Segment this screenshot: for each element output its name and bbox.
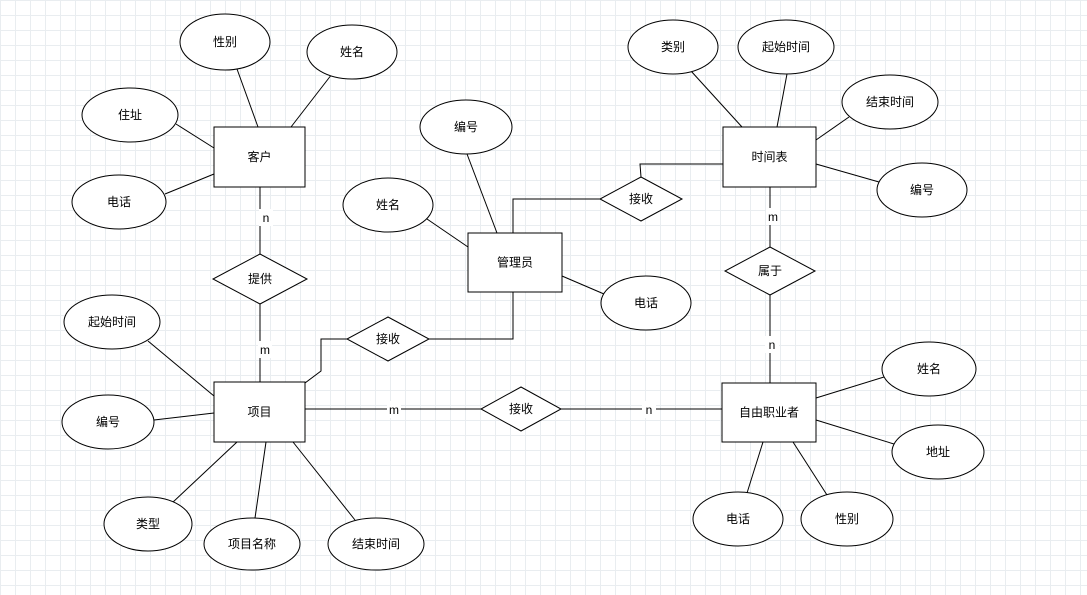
cardinality-text-schedule-belong-m: m [768,210,778,224]
attribute-label-customer-gender: 性别 [213,35,237,49]
edge-schedule-category[interactable] [690,70,743,128]
attribute-admin-phone[interactable]: 电话 [600,275,692,331]
entity-project[interactable]: 项目 [213,381,306,443]
relationship-receive-schedule[interactable]: 接收 [598,176,684,222]
attribute-freelancer-name[interactable]: 姓名 [881,341,977,397]
attribute-schedule-number[interactable]: 编号 [876,162,968,218]
edge-customer-name[interactable] [290,73,333,128]
edge-customer-phone[interactable] [164,173,215,195]
attribute-label-project-type: 类型 [136,517,160,531]
entity-label-freelancer: 自由职业者 [739,406,799,420]
cardinality-text-project-receive-m: m [389,403,399,417]
edge-freelancer-name[interactable] [815,376,885,399]
edge-receive-admin-low[interactable] [429,292,514,340]
relationship-label-belong-to: 属于 [758,264,782,278]
attribute-project-name[interactable]: 项目名称 [203,517,301,571]
edge-schedule-start-time[interactable] [776,73,788,128]
attribute-label-customer-address: 住址 [118,108,142,122]
attribute-customer-gender[interactable]: 性别 [179,13,271,71]
attribute-label-project-start-time: 起始时间 [88,315,136,329]
relationship-provide[interactable]: 提供 [211,253,309,305]
entity-freelancer[interactable]: 自由职业者 [721,382,817,443]
attribute-customer-address[interactable]: 住址 [81,87,179,143]
entity-label-project: 项目 [247,405,271,419]
entity-schedule[interactable]: 时间表 [722,126,817,188]
cardinality-text-receive-freelancer-n: n [646,403,653,417]
edge-freelancer-gender[interactable] [792,441,828,496]
edge-schedule-number[interactable] [815,163,880,183]
attribute-label-project-end-time: 结束时间 [352,537,400,551]
cardinality-text-belong-freelancer-n: n [769,338,776,352]
attribute-label-freelancer-phone: 电话 [726,512,750,526]
edge-project-number[interactable] [153,412,215,421]
attribute-label-admin-phone: 电话 [634,296,658,310]
entity-admin[interactable]: 管理员 [467,232,563,293]
edge-project-type[interactable] [171,441,238,504]
attribute-admin-number[interactable]: 编号 [419,99,513,155]
entity-customer[interactable]: 客户 [213,126,306,188]
cardinality-customer-provide-n[interactable]: n [259,209,273,226]
attribute-label-customer-phone: 电话 [107,195,131,209]
cardinality-belong-freelancer-n[interactable]: n [765,336,779,353]
attribute-customer-phone[interactable]: 电话 [71,174,167,230]
relationship-receive-project[interactable]: 接收 [345,316,431,362]
attribute-customer-name[interactable]: 姓名 [306,24,398,80]
edge-admin-name[interactable] [426,218,469,248]
cardinality-schedule-belong-m[interactable]: m [766,208,780,225]
attribute-project-type[interactable]: 类型 [103,496,193,552]
attribute-label-schedule-start-time: 起始时间 [762,40,810,54]
relationship-label-receive-project: 接收 [376,331,400,346]
relationship-label-provide: 提供 [248,271,272,286]
attribute-schedule-end-time[interactable]: 结束时间 [841,74,939,130]
edge-receive-admin-top[interactable] [512,198,600,233]
cardinality-text-provide-project-m: m [260,343,270,357]
entity-label-schedule: 时间表 [751,150,787,164]
edge-freelancer-address[interactable] [815,419,895,445]
relationship-label-receive-freelancer: 接收 [509,401,533,416]
attribute-freelancer-phone[interactable]: 电话 [692,491,784,547]
edge-project-name[interactable] [254,441,267,519]
attribute-schedule-start-time[interactable]: 起始时间 [737,19,835,75]
edge-receive-project-elbow[interactable] [304,338,347,384]
attribute-admin-name[interactable]: 姓名 [342,177,434,233]
attribute-project-start-time[interactable]: 起始时间 [63,294,161,350]
edge-project-end-time[interactable] [292,441,356,521]
edge-customer-address[interactable] [175,123,215,149]
cardinality-receive-freelancer-n[interactable]: n [642,401,656,418]
attribute-project-number[interactable]: 编号 [61,394,155,450]
relationship-label-receive-schedule: 接收 [629,191,653,206]
cardinality-provide-project-m[interactable]: m [258,341,272,358]
edge-schedule-receive[interactable] [639,163,723,178]
attribute-label-admin-name: 姓名 [376,197,400,212]
relationship-receive-freelancer[interactable]: 接收 [479,386,563,432]
attribute-label-project-name: 项目名称 [228,536,276,551]
edge-admin-number[interactable] [466,153,498,234]
attribute-label-admin-number: 编号 [454,119,478,134]
attribute-schedule-category[interactable]: 类别 [627,19,719,75]
edge-freelancer-phone[interactable] [746,441,764,494]
attribute-project-end-time[interactable]: 结束时间 [327,517,425,571]
attribute-label-project-number: 编号 [96,414,120,429]
edge-project-start-time[interactable] [147,340,215,397]
attribute-label-schedule-category: 类别 [661,40,685,54]
attribute-freelancer-address[interactable]: 地址 [891,424,985,480]
edge-schedule-end-time[interactable] [815,116,850,141]
attribute-label-schedule-number: 编号 [910,182,934,197]
edge-admin-phone[interactable] [561,275,605,295]
attribute-label-freelancer-name: 姓名 [917,361,941,376]
attribute-label-schedule-end-time: 结束时间 [866,95,914,109]
edge-customer-gender[interactable] [236,68,259,128]
attribute-freelancer-gender[interactable]: 性别 [800,491,894,547]
cardinality-project-receive-m[interactable]: m [387,401,401,418]
entity-label-customer: 客户 [247,149,271,164]
relationship-belong-to[interactable]: 属于 [723,246,817,296]
entity-label-admin: 管理员 [497,255,533,270]
attribute-label-customer-name: 姓名 [340,44,364,59]
attribute-label-freelancer-gender: 性别 [835,512,859,526]
cardinality-text-customer-provide-n: n [263,211,270,225]
attribute-label-freelancer-address: 地址 [926,445,950,459]
